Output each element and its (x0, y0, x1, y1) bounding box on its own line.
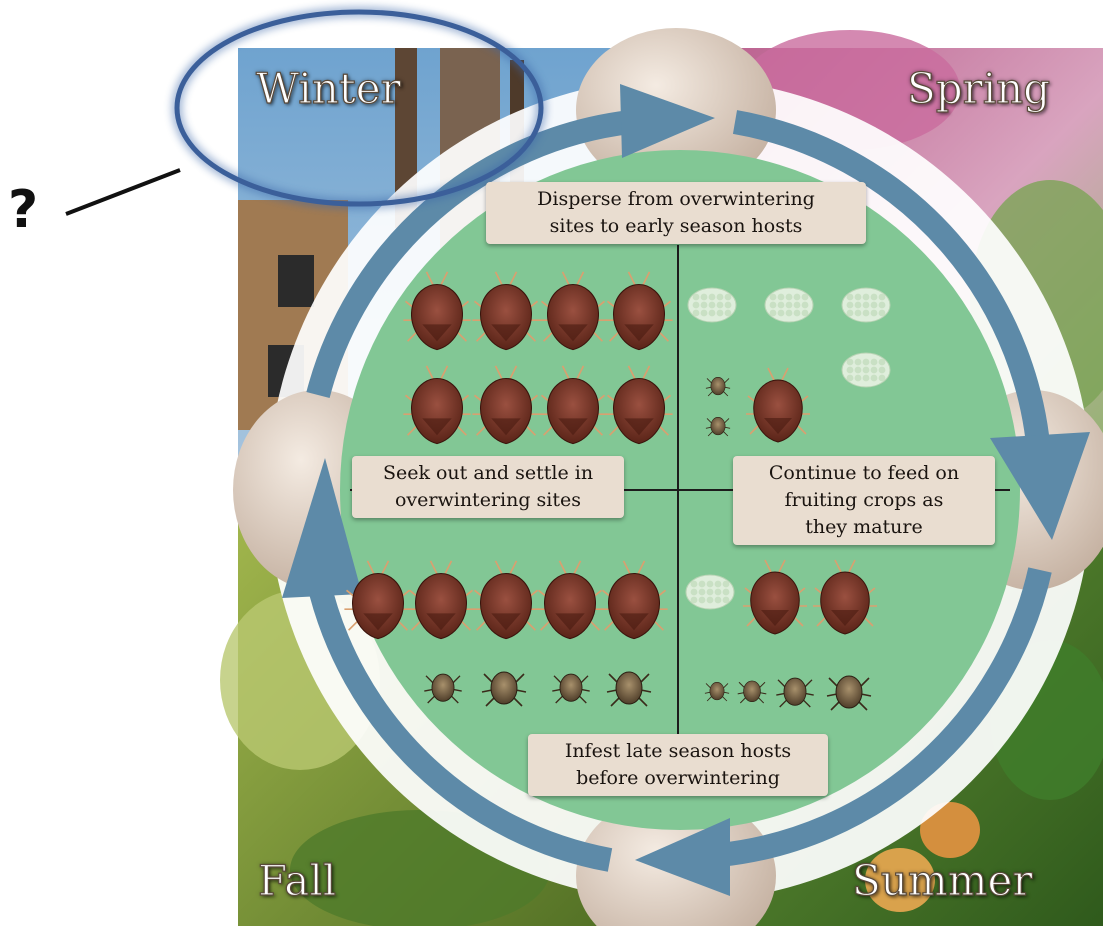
stage-text-line: sites to early season hosts (549, 215, 803, 237)
arrowhead-top (620, 84, 715, 158)
egg-mass-icon (841, 287, 891, 323)
arrowhead-left (282, 458, 362, 598)
question-mark: ? (8, 180, 39, 240)
peach (920, 802, 980, 858)
egg-mass-icon (687, 287, 737, 323)
egg-mass-icon (841, 352, 891, 388)
adult-stink-bug-icon (472, 271, 540, 351)
arrow-summer-to-fall (718, 567, 1052, 867)
nymph-stink-bug-icon (552, 673, 590, 704)
callout-ellipse-border (174, 9, 544, 207)
stage-text-line: fruiting crops as (784, 489, 944, 511)
adult-stink-bug-icon (600, 560, 668, 640)
callout-pointer-line (65, 168, 181, 216)
adult-stink-bug-icon (472, 560, 540, 640)
peach (865, 848, 935, 912)
adult-stink-bug-icon (743, 559, 807, 635)
stage-text-line: before overwintering (576, 767, 780, 789)
egg-mass-icon (685, 574, 735, 610)
egg-mass-icon (764, 287, 814, 323)
nymph-stink-bug-icon (606, 671, 652, 707)
stage-box-winter: Seek out and settle in overwintering sit… (352, 456, 624, 518)
nymph-stink-bug-icon (826, 675, 872, 711)
adult-stink-bug-icon (746, 367, 810, 443)
season-label-summer: Summer (851, 855, 1033, 905)
arrow-spring-to-summer (732, 110, 1052, 471)
arrowheads (282, 84, 1090, 896)
nymph-stink-bug-icon (424, 673, 462, 704)
adult-stink-bug-icon (605, 271, 673, 351)
stage-box-summer: Continue to feed on fruiting crops as th… (733, 456, 995, 545)
stage-text-line: they mature (805, 516, 923, 538)
adult-stink-bug-icon (344, 560, 412, 640)
nymph-stink-bug-icon (481, 671, 527, 707)
season-label-winter: Winter (255, 63, 401, 113)
house-window (278, 255, 314, 307)
nymph-stink-bug-icon (705, 377, 731, 397)
adult-stink-bug-icon (605, 365, 673, 445)
insect-icons (344, 271, 891, 711)
stage-text-line: overwintering sites (394, 489, 581, 511)
stage-box-fall: Infest late season hosts before overwint… (528, 734, 828, 796)
stage-text-line: Disperse from overwintering (537, 188, 815, 210)
season-label-fall: Fall (257, 855, 337, 905)
adult-stink-bug-icon (536, 560, 604, 640)
stage-text-line: Continue to feed on (768, 462, 960, 484)
adult-stink-bug-icon (407, 560, 475, 640)
season-label-spring: Spring (906, 63, 1051, 113)
arrowhead-right (990, 432, 1090, 540)
adult-stink-bug-icon (539, 365, 607, 445)
nymph-stink-bug-icon (737, 680, 767, 704)
nymph-stink-bug-icon (705, 417, 731, 437)
adult-stink-bug-icon (403, 365, 471, 445)
nymph-stink-bug-icon (776, 677, 814, 708)
adult-stink-bug-icon (472, 365, 540, 445)
stage-text-line: Infest late season hosts (564, 740, 792, 762)
adult-stink-bug-icon (539, 271, 607, 351)
stage-text-line: Seek out and settle in (382, 462, 594, 484)
adult-stink-bug-icon (403, 271, 471, 351)
arrowhead-bottom (635, 818, 730, 896)
stage-box-spring: Disperse from overwintering sites to ear… (486, 182, 866, 244)
nymph-stink-bug-icon (704, 682, 730, 702)
arrow-fall-to-winter (306, 577, 613, 872)
cycle-arrows (306, 110, 1052, 872)
adult-stink-bug-icon (813, 559, 877, 635)
arrow-winter-to-spring (306, 110, 632, 399)
